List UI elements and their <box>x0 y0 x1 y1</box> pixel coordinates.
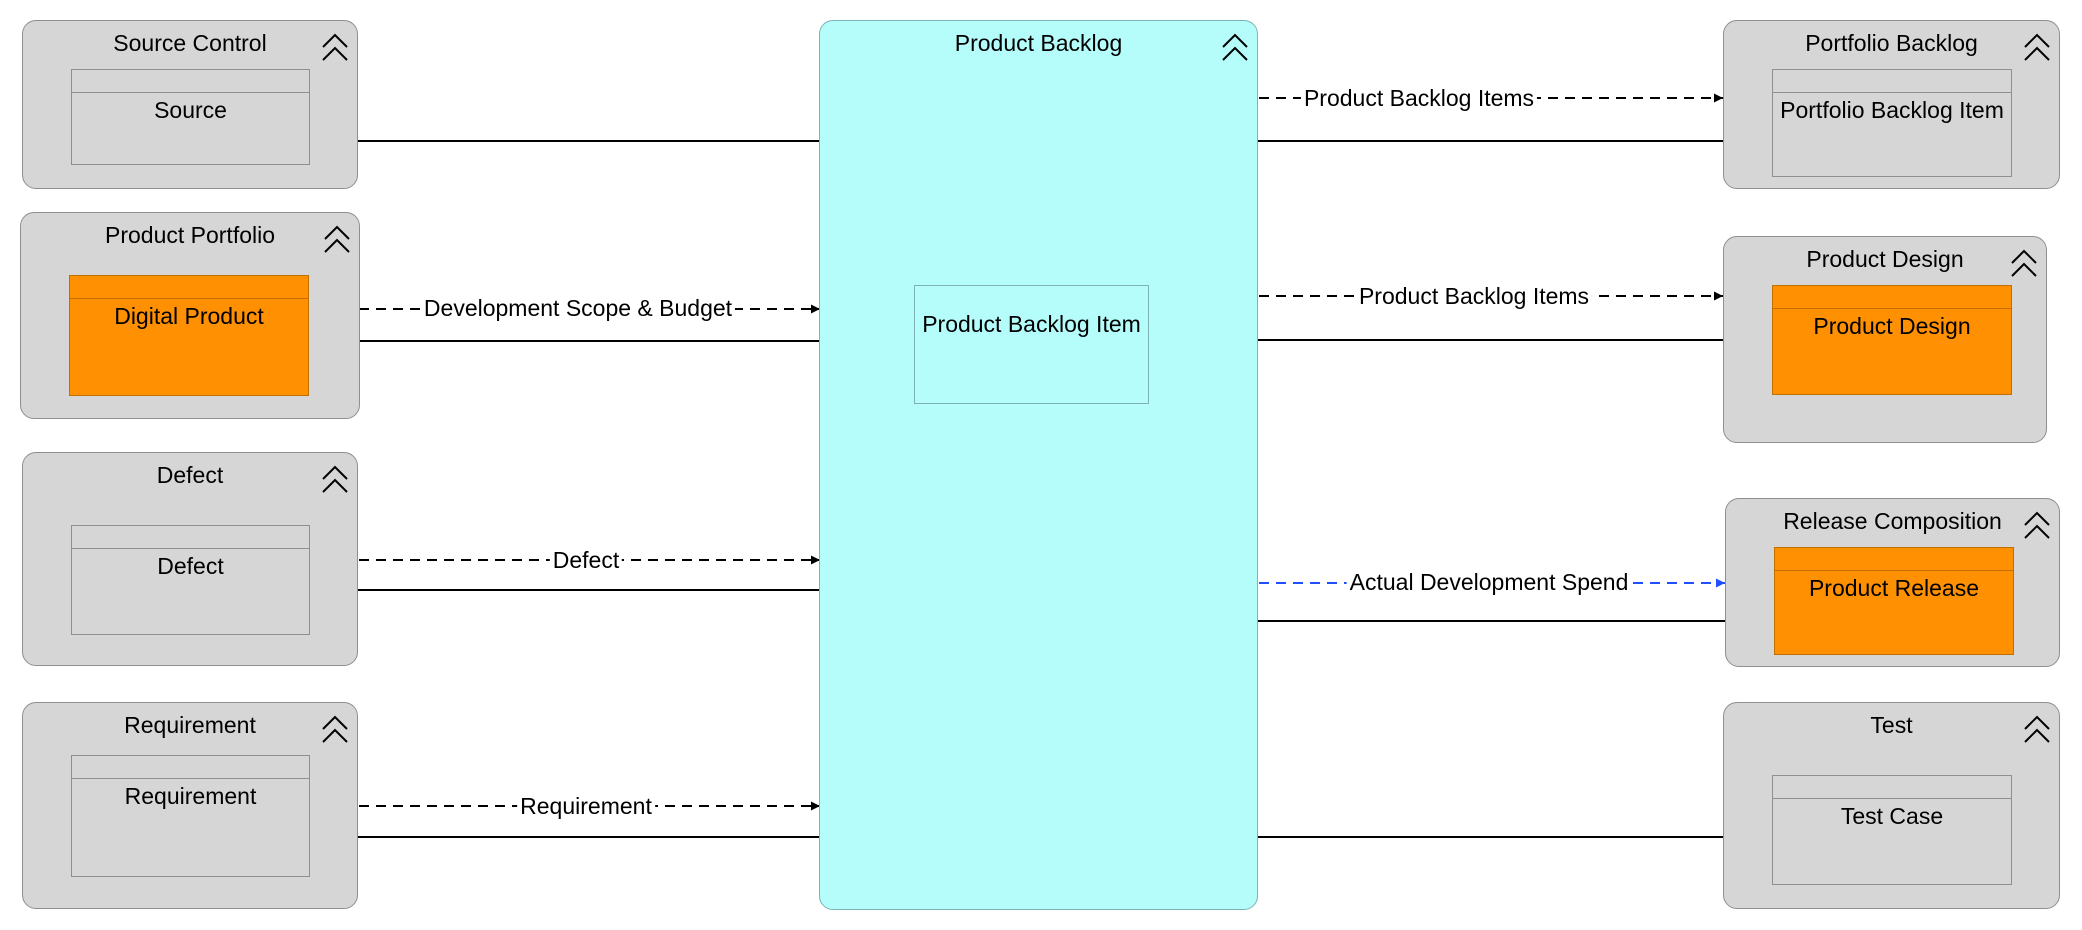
collapse-chevron-icon[interactable] <box>2023 507 2051 541</box>
flow-label-actual-spend: Actual Development Spend <box>1346 569 1632 595</box>
entity-product-backlog-item[interactable]: Product Backlog Item <box>914 285 1149 404</box>
collapse-chevron-icon[interactable] <box>323 221 351 255</box>
entity-name: Defect <box>157 553 224 579</box>
entity-defect[interactable]: Defect <box>71 525 310 635</box>
group-source-control[interactable]: Source Control Source <box>22 20 358 189</box>
entity-name: Product Backlog Item <box>922 311 1141 337</box>
group-title: Product Backlog <box>954 30 1123 56</box>
entity-header-bar <box>72 778 309 779</box>
flow-label-dev-scope-budget: Development Scope & Budget <box>420 295 736 321</box>
entity-name: Source <box>154 97 227 123</box>
group-title: Portfolio Backlog <box>1805 30 1978 56</box>
entity-name: Requirement <box>124 783 257 809</box>
entity-name: Test Case <box>1840 803 1944 829</box>
entity-name: Product Design <box>1813 313 1971 339</box>
group-title: Test <box>1870 712 1913 738</box>
group-product-backlog[interactable]: Product Backlog Product Backlog Item <box>819 20 1258 910</box>
group-title: Source Control <box>113 30 267 56</box>
entity-name: Portfolio Backlog Item <box>1780 97 2004 123</box>
collapse-chevron-icon[interactable] <box>321 29 349 63</box>
group-portfolio-backlog[interactable]: Portfolio Backlog Portfolio Backlog Item <box>1723 20 2060 189</box>
entity-header-bar <box>1773 92 2011 93</box>
entity-name: Digital Product <box>114 303 264 329</box>
flow-label-pbi-to-design: Product Backlog Items <box>1355 283 1593 309</box>
collapse-chevron-icon[interactable] <box>321 461 349 495</box>
collapse-chevron-icon[interactable] <box>2023 711 2051 745</box>
entity-test-case[interactable]: Test Case <box>1772 775 2012 885</box>
collapse-chevron-icon[interactable] <box>2023 29 2051 63</box>
entity-requirement[interactable]: Requirement <box>71 755 310 877</box>
entity-header-bar <box>70 298 308 299</box>
flow-label-pbi-to-portfolio: Product Backlog Items <box>1300 85 1538 111</box>
group-title: Defect <box>156 462 224 488</box>
entity-header-bar <box>72 548 309 549</box>
group-product-portfolio[interactable]: Product Portfolio Digital Product <box>20 212 360 419</box>
entity-product-design[interactable]: Product Design <box>1772 285 2012 395</box>
group-title: Release Composition <box>1783 508 2002 534</box>
group-defect[interactable]: Defect Defect <box>22 452 358 666</box>
entity-portfolio-backlog-item[interactable]: Portfolio Backlog Item <box>1772 69 2012 177</box>
entity-header-bar <box>72 92 309 93</box>
entity-name: Product Release <box>1808 575 1980 601</box>
collapse-chevron-icon[interactable] <box>2010 245 2038 279</box>
group-title: Product Design <box>1806 246 1964 272</box>
entity-digital-product[interactable]: Digital Product <box>69 275 309 396</box>
entity-header-bar <box>1775 570 2013 571</box>
collapse-chevron-icon[interactable] <box>1221 29 1249 63</box>
group-requirement[interactable]: Requirement Requirement <box>22 702 358 909</box>
flow-label-requirement: Requirement <box>517 793 655 819</box>
entity-product-release[interactable]: Product Release <box>1774 547 2014 655</box>
group-title: Requirement <box>124 712 256 738</box>
group-product-design[interactable]: Product Design Product Design <box>1723 236 2047 443</box>
entity-header-bar <box>1773 308 2011 309</box>
group-title: Product Portfolio <box>104 222 276 248</box>
entity-source[interactable]: Source <box>71 69 310 165</box>
entity-header-bar <box>1773 798 2011 799</box>
group-test[interactable]: Test Test Case <box>1723 702 2060 909</box>
group-release-composition[interactable]: Release Composition Product Release <box>1725 498 2060 667</box>
flow-label-defect: Defect <box>549 547 623 573</box>
collapse-chevron-icon[interactable] <box>321 711 349 745</box>
